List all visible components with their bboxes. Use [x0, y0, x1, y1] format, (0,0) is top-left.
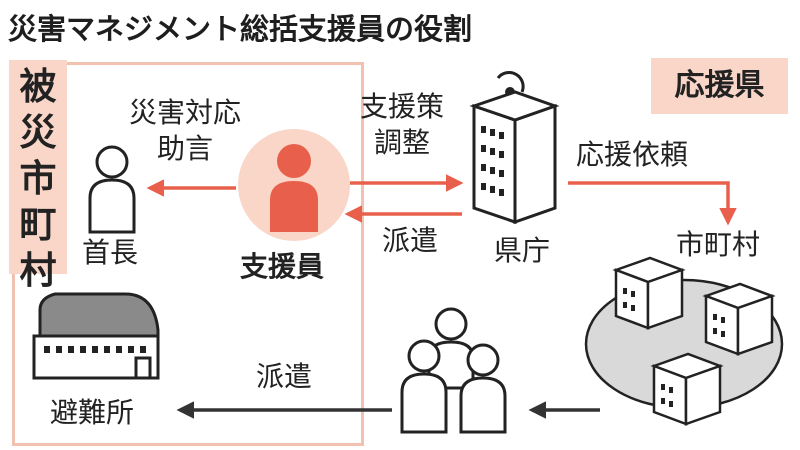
supporter-icon: [270, 144, 318, 232]
municipality-building-icon-2: [702, 282, 776, 356]
affected-municipality-label: 被災市町村: [19, 65, 57, 292]
mayor-icon: [88, 145, 136, 234]
supporter-label: 支援員: [240, 250, 325, 283]
coordination-label-line-1: 支援策: [359, 90, 444, 123]
shelter-icon: [32, 292, 160, 380]
prefecture-office-label: 県庁: [494, 234, 551, 267]
municipalities-label: 市町村: [676, 228, 761, 261]
support-request-label: 応援依頼: [576, 138, 689, 171]
shelter-label: 避難所: [50, 396, 135, 429]
advice-label-line-2: 助言: [156, 132, 213, 165]
coordination-label-line-2: 調整: [373, 126, 430, 159]
support-request-arrow: [568, 181, 737, 226]
supporting-prefecture-label-box: [651, 58, 788, 114]
municipality-building-icon-1: [612, 256, 686, 330]
municipality-building-icon-3: [650, 352, 724, 426]
diagram-title: 災害マネジメント総括支援員の役割: [8, 12, 473, 46]
mayor-label: 首長: [82, 236, 139, 269]
staff-group-icon: [400, 307, 507, 434]
dispatch-to-shelter-label: 派遣: [256, 360, 313, 393]
supporting-prefecture-label: 応援県: [674, 68, 765, 103]
dispatch-to-supporter-label: 派遣: [382, 224, 439, 257]
advice-label-line-1: 災害対応: [128, 96, 241, 129]
prefecture-office-icon: [469, 71, 560, 225]
affected-municipality-label-box: [9, 60, 67, 274]
